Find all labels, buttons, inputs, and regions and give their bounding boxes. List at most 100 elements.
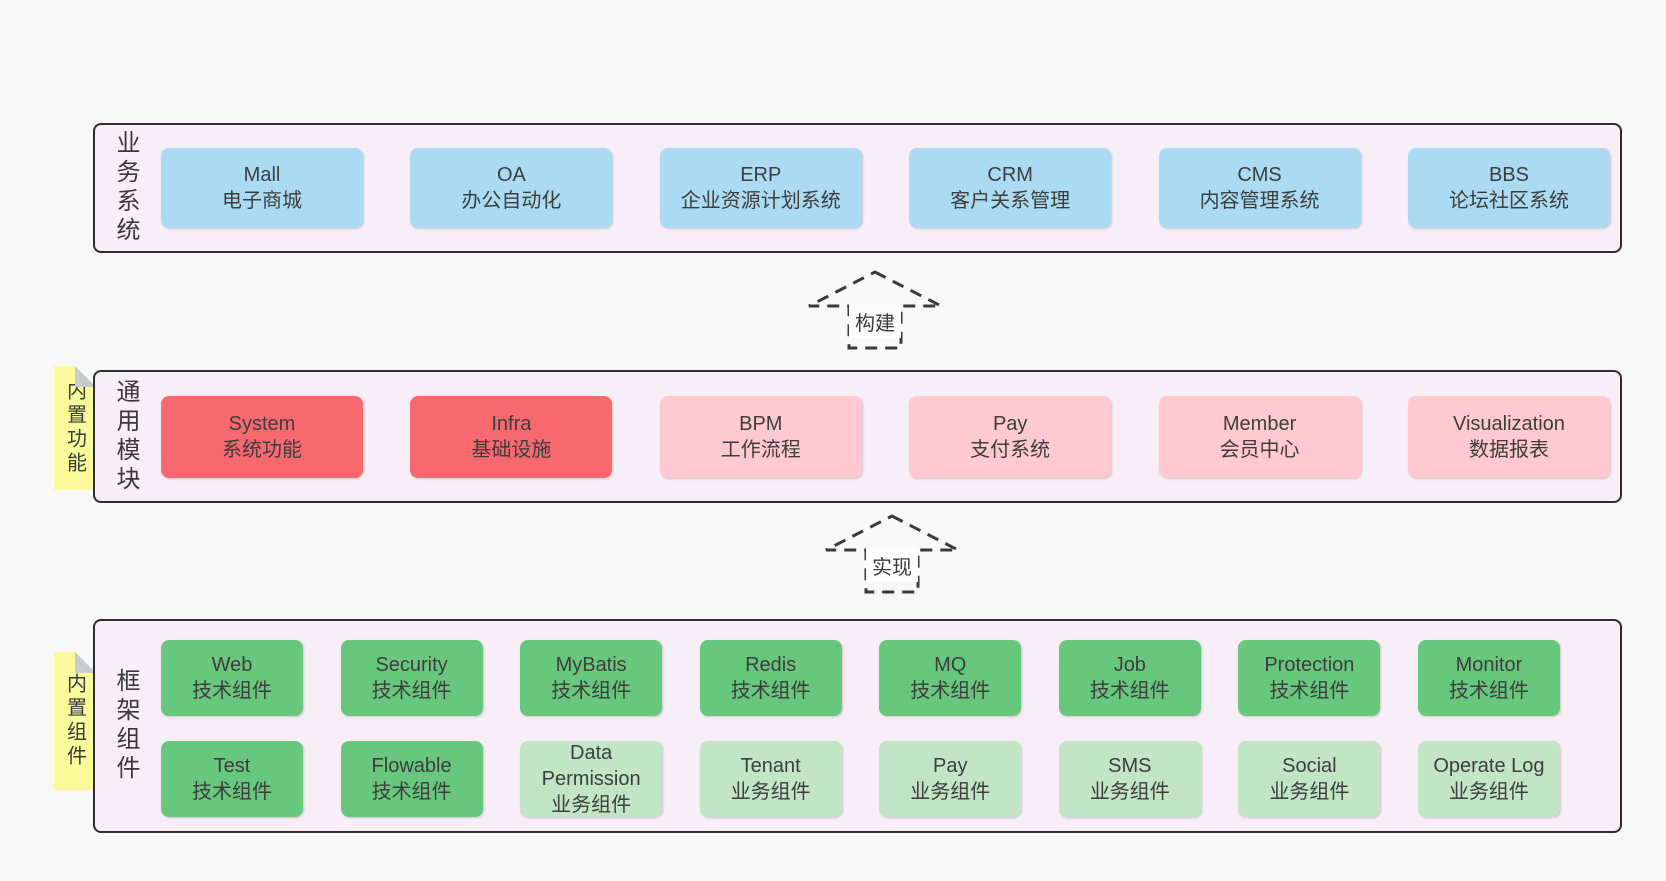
note-text: 内置组件: [63, 673, 86, 769]
box-social: Social 业务组件: [1238, 741, 1381, 817]
box-desc: 业务组件: [1089, 781, 1170, 803]
box-name: Flowable: [371, 755, 452, 777]
box-desc: 论坛社区系统: [1448, 190, 1569, 212]
box-bbs: BBS 论坛社区系统: [1407, 148, 1610, 228]
box-erp: ERP 企业资源计划系统: [659, 148, 862, 228]
box-desc: 技术组件: [551, 680, 632, 702]
box-name: OA: [496, 164, 526, 186]
box-data-permission: Data Permission 业务组件: [520, 741, 663, 817]
box-web: Web 技术组件: [161, 640, 303, 716]
box-desc: 技术组件: [192, 781, 272, 803]
box-desc: 系统功能: [222, 438, 302, 461]
box-tenant: Tenant 业务组件: [699, 741, 842, 817]
dashed-up-arrow-icon: [808, 270, 942, 350]
box-mall: Mall 电子商城: [161, 148, 363, 228]
box-security: Security 技术组件: [340, 640, 483, 716]
build-arrow: 构建: [805, 268, 945, 352]
framework-row-2: Test 技术组件 Flowable 技术组件 Data Permission …: [161, 741, 1560, 817]
box-name: Redis: [745, 654, 797, 676]
box-desc: 技术组件: [371, 680, 452, 702]
box-name: Test: [213, 755, 251, 777]
box-job: Job 技术组件: [1058, 640, 1201, 716]
box-name: MyBatis: [555, 654, 627, 676]
box-bpm: BPM 工作流程: [659, 395, 862, 478]
box-name: ERP: [740, 164, 782, 186]
box-cms: CMS 内容管理系统: [1158, 148, 1361, 228]
box-name: Data Permission: [541, 742, 641, 790]
box-desc: 业务组件: [551, 794, 632, 816]
box-desc: 数据报表: [1468, 438, 1549, 461]
box-sms: SMS 业务组件: [1058, 741, 1201, 817]
box-infra: Infra 基础设施: [410, 395, 613, 478]
box-desc: 技术组件: [1448, 680, 1529, 702]
box-oa: OA 办公自动化: [410, 148, 613, 228]
box-desc: 会员中心: [1219, 438, 1300, 461]
box-name: Visualization: [1452, 412, 1565, 435]
note-text: 内置功能: [63, 380, 86, 476]
box-name: Infra: [491, 412, 532, 435]
box-desc: 技术组件: [192, 680, 272, 702]
box-desc: 技术组件: [910, 680, 991, 702]
dashed-up-arrow-icon: [825, 514, 959, 594]
business-systems-row: Mall 电子商城 OA 办公自动化 ERP 企业资源计划系统 CRM 客户关系…: [143, 125, 1620, 251]
box-visualization: Visualization 数据报表: [1407, 395, 1610, 478]
box-desc: 企业资源计划系统: [680, 190, 841, 212]
box-name: SMS: [1108, 755, 1152, 777]
box-desc: 技术组件: [1269, 680, 1350, 702]
box-system: System 系统功能: [161, 395, 363, 478]
box-name: Web: [211, 654, 253, 676]
box-desc: 技术组件: [371, 781, 452, 803]
box-name: System: [228, 412, 296, 435]
box-name: CRM: [987, 164, 1033, 186]
box-flowable: Flowable 技术组件: [340, 741, 483, 817]
box-crm: CRM 客户关系管理: [909, 148, 1112, 228]
implement-arrow-label: 实现: [866, 548, 918, 582]
box-name: Security: [375, 654, 448, 676]
box-operate-log: Operate Log 业务组件: [1417, 741, 1560, 817]
box-desc: 办公自动化: [461, 190, 562, 212]
common-modules-label: 通用模块: [112, 378, 139, 495]
box-desc: 业务组件: [730, 781, 811, 803]
box-name: Tenant: [740, 755, 801, 777]
box-protection: Protection 技术组件: [1238, 640, 1381, 716]
box-mybatis: MyBatis 技术组件: [520, 640, 663, 716]
box-name: Mall: [243, 164, 281, 186]
common-modules-layer: 通用模块 System 系统功能 Infra 基础设施 BPM 工作流程 Pay…: [93, 370, 1622, 503]
box-desc: 基础设施: [471, 438, 552, 461]
framework-row-1: Web 技术组件 Security 技术组件 MyBatis 技术组件 Redi…: [161, 640, 1560, 716]
build-arrow-label: 构建: [849, 304, 901, 338]
box-desc: 支付系统: [970, 438, 1051, 461]
box-desc: 技术组件: [730, 680, 811, 702]
business-systems-layer: 业务系统 Mall 电子商城 OA 办公自动化 ERP 企业资源计划系统 CRM…: [93, 123, 1622, 253]
box-name: CMS: [1237, 164, 1282, 186]
box-name: Monitor: [1455, 654, 1523, 676]
box-name: BPM: [739, 412, 783, 435]
sticky-note-built-in-features: 内置功能: [54, 366, 96, 490]
box-pay-module: Pay 支付系统: [909, 395, 1112, 478]
box-name: Protection: [1264, 654, 1355, 676]
business-systems-label: 业务系统: [112, 130, 139, 246]
box-member: Member 会员中心: [1158, 395, 1361, 478]
box-desc: 电子商城: [222, 190, 302, 212]
framework-components-label: 框架组件: [112, 668, 139, 784]
box-desc: 技术组件: [1089, 680, 1170, 702]
box-desc: 业务组件: [910, 781, 991, 803]
box-desc: 业务组件: [1448, 781, 1529, 803]
box-name: Social: [1282, 755, 1337, 777]
box-pay-component: Pay 业务组件: [879, 741, 1022, 817]
sticky-note-built-in-components: 内置组件: [54, 652, 96, 790]
box-name: Job: [1113, 654, 1146, 676]
implement-arrow: 实现: [822, 512, 962, 596]
box-mq: MQ 技术组件: [879, 640, 1022, 716]
box-desc: 业务组件: [1269, 781, 1350, 803]
box-test: Test 技术组件: [161, 741, 303, 817]
framework-components-layer: 框架组件 Web 技术组件 Security 技术组件 MyBatis 技术组件…: [93, 619, 1622, 833]
box-name: BBS: [1488, 164, 1529, 186]
box-name: MQ: [934, 654, 967, 676]
box-name: Member: [1222, 412, 1297, 435]
box-desc: 客户关系管理: [950, 190, 1071, 212]
box-name: Pay: [992, 412, 1028, 435]
box-desc: 内容管理系统: [1199, 190, 1320, 212]
framework-components-rows: Web 技术组件 Security 技术组件 MyBatis 技术组件 Redi…: [143, 621, 1620, 831]
box-redis: Redis 技术组件: [699, 640, 842, 716]
